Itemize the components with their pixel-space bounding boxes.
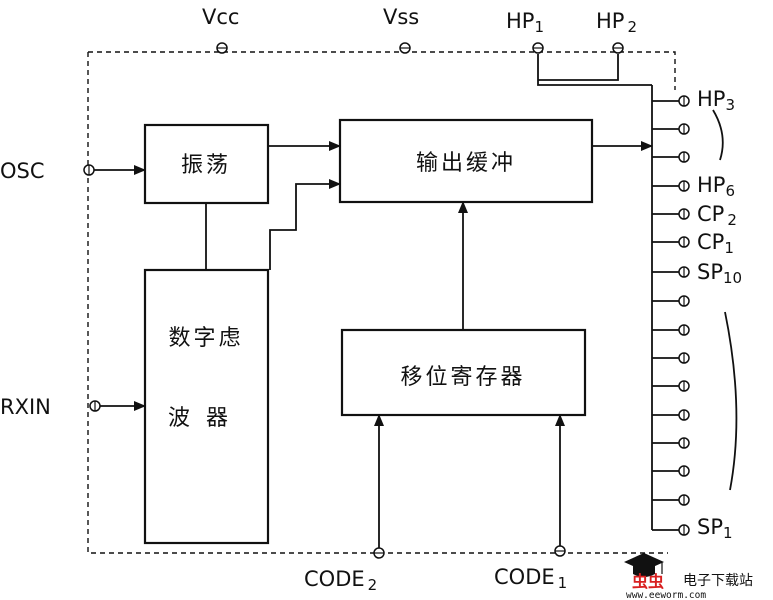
chip-outline bbox=[87, 51, 676, 554]
sp1-label: SP1 bbox=[697, 515, 733, 542]
rxin-pin-marker bbox=[89, 400, 101, 412]
watermark-url: www.eeworm.com bbox=[626, 590, 706, 600]
output-buffer-label: 输出缓冲 bbox=[416, 151, 516, 176]
code1-pin-marker bbox=[554, 545, 566, 557]
shift-register-label: 移位寄存器 bbox=[400, 365, 525, 390]
vcc-label: Vcc bbox=[202, 5, 239, 29]
hp1-pin-marker bbox=[532, 42, 544, 54]
hp1-label: HP1 bbox=[506, 9, 544, 36]
digital-filter-block: 数字虑 波器 bbox=[143, 268, 270, 545]
watermark: 虫虫 电子下载站 www.eeworm.com bbox=[624, 553, 753, 600]
osc-label: OSC bbox=[0, 159, 45, 183]
vss-pin-marker bbox=[399, 42, 411, 54]
sp10-label: SP10 bbox=[697, 260, 742, 287]
hp2-pin-marker bbox=[612, 42, 624, 54]
cp1-label: CP1 bbox=[697, 230, 734, 257]
vcc-pin-marker bbox=[216, 42, 228, 54]
graduation-cap-icon bbox=[624, 553, 664, 577]
hp6-label: HP6 bbox=[697, 173, 735, 200]
watermark-site-name: 电子下载站 bbox=[683, 573, 753, 589]
digital-filter-label-line2: 波器 bbox=[168, 406, 244, 431]
sp-group-brace bbox=[724, 311, 738, 491]
filter-to-buffer-arrow bbox=[269, 179, 341, 270]
oscillator-label: 振荡 bbox=[181, 153, 231, 178]
watermark-brand: 虫虫 bbox=[632, 572, 664, 591]
hp-group-brace bbox=[712, 109, 724, 161]
hp-link-wire bbox=[537, 54, 652, 86]
output-buffer-block: 输出缓冲 bbox=[338, 118, 594, 204]
osc-pin-marker bbox=[83, 164, 95, 176]
hp3-label: HP3 bbox=[697, 87, 735, 114]
shift-register-block: 移位寄存器 bbox=[340, 328, 587, 417]
vss-label: Vss bbox=[383, 5, 419, 29]
digital-filter-label-line1: 数字虑 bbox=[168, 326, 243, 351]
rxin-label: RXIN bbox=[0, 395, 51, 419]
output-pins bbox=[652, 95, 690, 536]
code2-pin-marker bbox=[373, 547, 385, 559]
oscillator-block: 振荡 bbox=[143, 123, 270, 205]
